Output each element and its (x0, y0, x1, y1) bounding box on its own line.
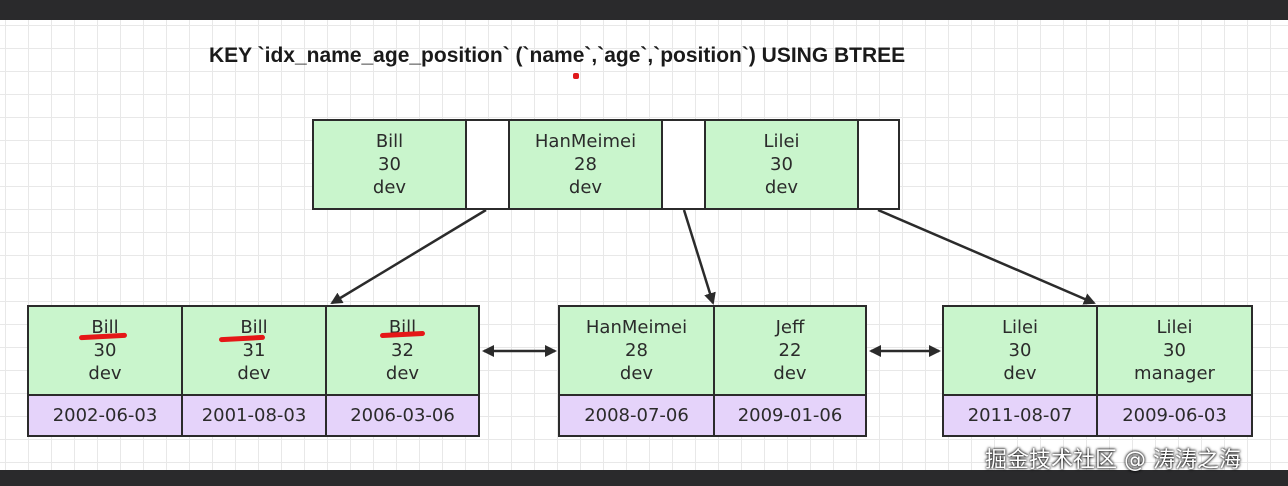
key-age: 30 (378, 154, 401, 175)
key-age: 32 (391, 340, 414, 361)
leaf3-date-2: 2009-06-03 (1096, 394, 1253, 437)
leaf2-date-2: 2009-01-06 (713, 394, 867, 437)
key-age: 31 (242, 340, 266, 361)
root-pointer-3 (857, 119, 900, 210)
arrow-root-to-leaf2 (682, 209, 716, 305)
key-position: dev (764, 177, 799, 198)
key-position: dev (88, 363, 122, 384)
key-age: 28 (574, 154, 597, 175)
key-age: 22 (778, 340, 802, 361)
key-name: Lilei (1001, 317, 1039, 338)
key-age: 30 (93, 340, 117, 361)
key-age: 30 (1163, 340, 1186, 361)
key-name: HanMeimei (534, 131, 637, 152)
key-name: Lilei (1156, 317, 1193, 338)
key-name: Bill (375, 131, 404, 152)
key-position: dev (372, 177, 407, 198)
leaf1-key-2: Bill 31 dev (181, 305, 327, 396)
key-name: Jeff (775, 317, 805, 338)
key-age: 28 (625, 340, 648, 361)
leaf2-key-1: HanMeimei 28 dev (558, 305, 715, 396)
arrow-root-to-leaf1 (330, 208, 487, 305)
key-name: HanMeimei (585, 317, 688, 338)
leaf3-key-2: Lilei 30 manager (1096, 305, 1253, 396)
key-position: dev (568, 177, 603, 198)
key-name: Bill (240, 317, 268, 338)
root-pointer-2 (661, 119, 706, 210)
leaf1-key-3: Bill 32 dev (325, 305, 480, 396)
leaf1-key-1: Bill 30 dev (27, 305, 183, 396)
root-key-hanmeimei: HanMeimei 28 dev (508, 119, 663, 210)
key-position: dev (773, 363, 807, 384)
key-age: 30 (1008, 340, 1032, 361)
leaf1-date-2: 2001-08-03 (181, 394, 327, 437)
index-definition-title: KEY `idx_name_age_position` (`name`,`age… (209, 44, 906, 67)
leaf1-date-1: 2002-06-03 (27, 394, 183, 437)
root-key-bill: Bill 30 dev (312, 119, 467, 210)
key-position: manager (1134, 363, 1215, 384)
red-mark (573, 73, 579, 79)
key-age: 30 (770, 154, 793, 175)
key-position: dev (385, 363, 420, 384)
arrow-root-to-leaf3 (877, 208, 1096, 305)
key-position: dev (619, 363, 654, 384)
key-position: dev (1003, 363, 1037, 384)
watermark-text: 掘金技术社区 @ 涛涛之海 (985, 448, 1241, 473)
leaf1-date-3: 2006-03-06 (325, 394, 480, 437)
key-position: dev (237, 363, 271, 384)
leaf2-date-1: 2008-07-06 (558, 394, 715, 437)
root-pointer-1 (465, 119, 510, 210)
key-name: Lilei (763, 131, 800, 152)
